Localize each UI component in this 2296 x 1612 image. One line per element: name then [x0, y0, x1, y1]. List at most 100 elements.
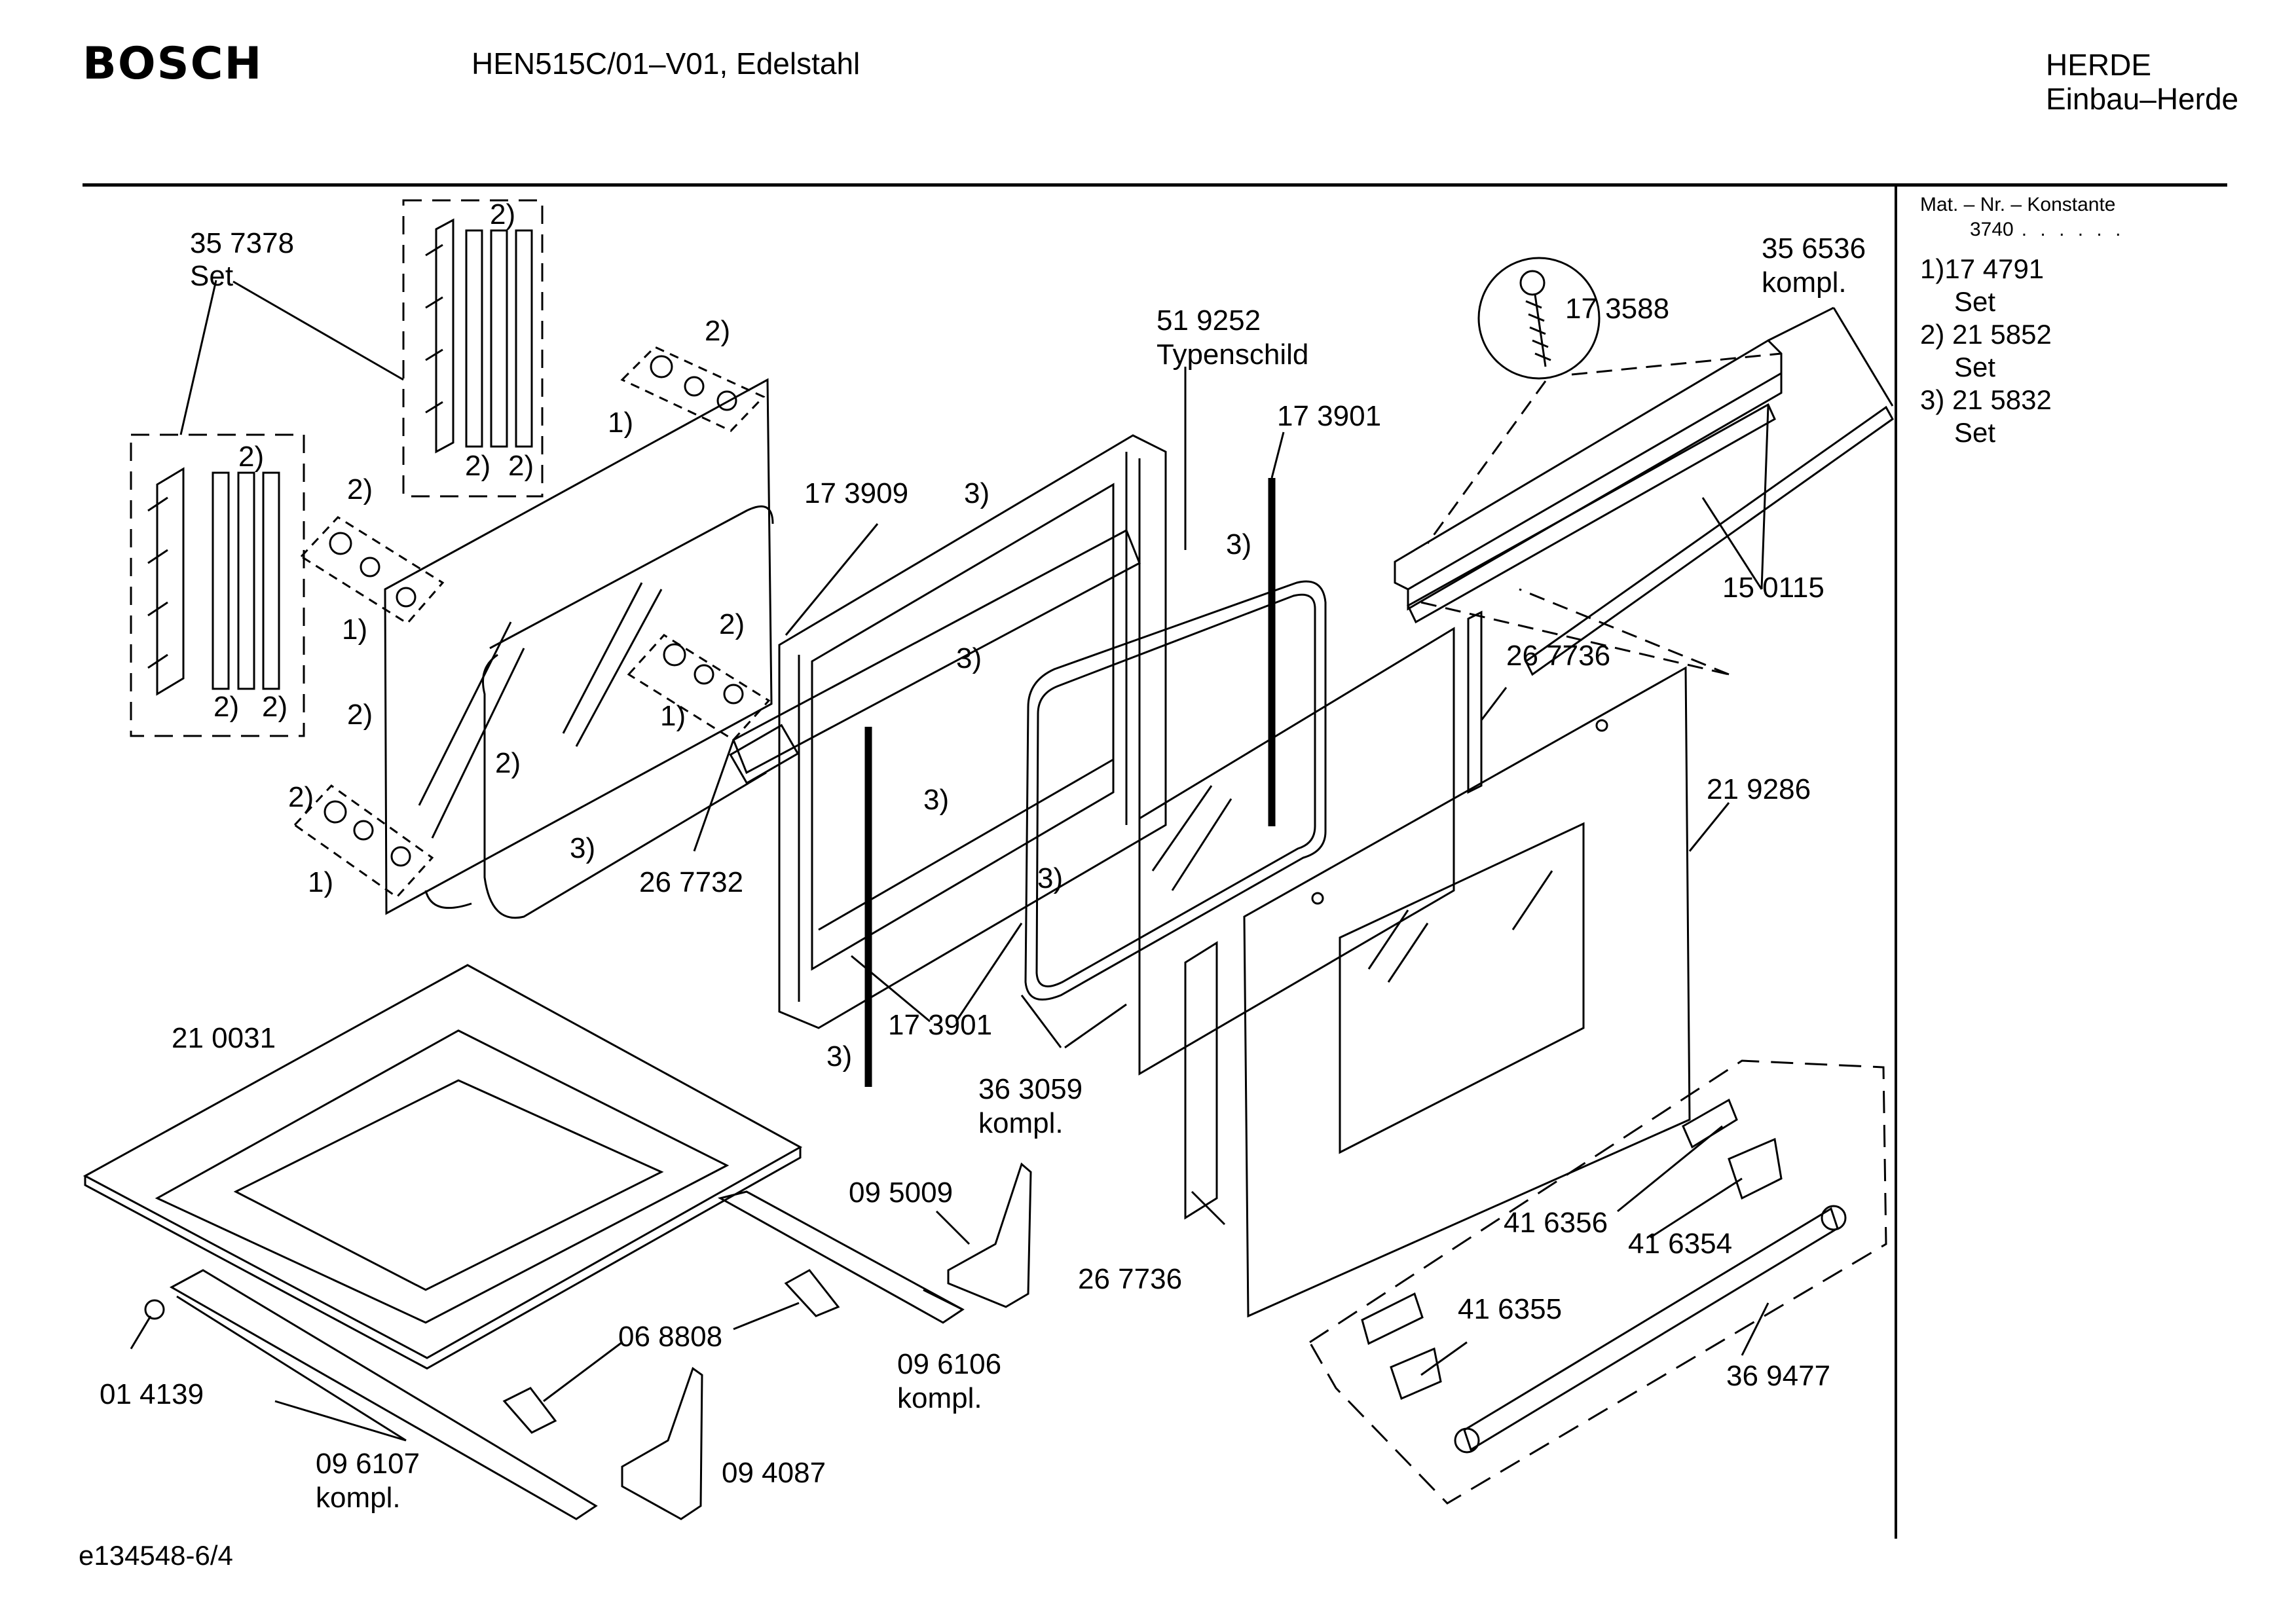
marker: 2) [238, 441, 264, 473]
marker: 2) [495, 747, 521, 779]
screw-detail [1477, 257, 1601, 380]
marker: 2) [490, 198, 515, 230]
clip-068808-b [502, 1387, 557, 1434]
rail-set-left [130, 433, 305, 737]
bracket-094087 [621, 1366, 703, 1520]
page-header: BOSCH HEN515C/01–V01, Edelstahl HERDE Ei… [0, 0, 2296, 190]
legend-constant: 3740 . . . . . . [1970, 219, 2261, 241]
part-labels: 35 7378 Set 17 3909 51 9252 Typenschild … [100, 227, 1866, 1514]
category-main: HERDE [2046, 48, 2152, 82]
clip-068808-a [784, 1269, 840, 1317]
rail-set-top [402, 199, 544, 498]
oven-floor-panel [83, 964, 803, 1370]
label-kompl-096106: kompl. [897, 1382, 982, 1414]
label-kompl-356536: kompl. [1762, 266, 1847, 299]
label-173588: 17 3588 [1565, 293, 1669, 325]
marker: 1) [660, 700, 686, 732]
marker: 1) [608, 407, 633, 439]
label-219286: 21 9286 [1707, 773, 1811, 805]
floor-rail-right [717, 1190, 965, 1324]
handle-bar [1454, 1205, 1847, 1454]
marker: 2) [262, 691, 287, 723]
handle-mount-416356b [1390, 1347, 1442, 1401]
marker: 2) [288, 781, 314, 813]
legend-item-label: Set [1954, 352, 1996, 382]
handle-set-outline [1308, 1059, 1887, 1505]
legend-constant-value: 3740 [1970, 219, 2014, 240]
footnote-markers: 2) 2) 2) 2) 1) 2) 2) 1) 2) 2) 2) 2) 1) 2… [213, 198, 1251, 1072]
legend-item-label: Set [1954, 286, 1996, 317]
door-gasket [1024, 580, 1327, 1001]
label-095009: 09 5009 [849, 1177, 953, 1209]
inner-glass-panel [384, 378, 774, 919]
label-369477: 36 9477 [1726, 1360, 1830, 1392]
door-seals [864, 478, 1276, 1087]
label-267736-lower: 26 7736 [1078, 1263, 1182, 1295]
marker: 2) [705, 315, 730, 347]
marker: 2) [465, 450, 491, 482]
legend-item-code: 2) 21 5852 [1920, 319, 2052, 350]
marker: 1) [342, 614, 367, 646]
drawing-code: e134548-6/4 [79, 1540, 233, 1571]
label-267732: 26 7732 [639, 866, 743, 898]
label-356536: 35 6536 [1762, 232, 1866, 265]
marker: 2) [213, 691, 239, 723]
marker: 2) [347, 699, 373, 731]
marker: 3) [956, 642, 982, 674]
label-416354: 41 6354 [1628, 1228, 1732, 1260]
label-363059: 36 3059 [978, 1073, 1083, 1105]
category-sub: Einbau–Herde [2046, 82, 2239, 116]
marker: 3) [570, 832, 595, 864]
label-267736-upper: 26 7736 [1506, 640, 1610, 672]
label-173909: 17 3909 [804, 477, 908, 509]
legend-constant-dots: . . . . . . [2021, 219, 2125, 240]
label-416356: 41 6356 [1504, 1207, 1608, 1239]
marker: 3) [964, 477, 990, 509]
top-vent-bar [1394, 339, 1894, 676]
label-150115: 15 0115 [1722, 572, 1824, 604]
marker: 2) [719, 608, 745, 640]
door-strip-lower [1184, 941, 1218, 1220]
marker: 3) [826, 1040, 852, 1072]
label-096107: 09 6107 [316, 1448, 420, 1480]
header-divider [83, 183, 2227, 187]
marker: 3) [1226, 528, 1251, 560]
label-173901-upper: 17 3901 [1277, 400, 1381, 432]
legend-title: Mat. – Nr. – Konstante [1920, 194, 2116, 215]
door-frame [729, 434, 1167, 1029]
handle-spacer-416355 [1361, 1292, 1424, 1346]
label-357378: 35 7378 [190, 227, 294, 259]
middle-glass-pane [1138, 627, 1455, 1076]
marker: 3) [923, 784, 949, 816]
parts-legend: Mat. – Nr. – Konstante 3740 . . . . . . 1… [1920, 194, 2261, 449]
marker: 1) [308, 866, 333, 898]
label-typenschild: Typenschild [1157, 339, 1308, 371]
label-416355: 41 6355 [1458, 1293, 1562, 1325]
legend-divider [1895, 183, 1897, 1539]
marker: 2) [508, 450, 534, 482]
brand-logo: BOSCH [83, 38, 263, 90]
handle-mount-416354 [1728, 1137, 1783, 1200]
label-068808: 06 8808 [618, 1321, 722, 1353]
bracket-095009 [947, 1162, 1032, 1308]
rubber-foot [144, 1299, 165, 1320]
label-kompl-363059: kompl. [978, 1107, 1064, 1139]
legend-item-code: 1)17 4791 [1920, 253, 2045, 284]
legend-item-code: 3) 21 5832 [1920, 384, 2052, 415]
label-173901-lower: 17 3901 [888, 1009, 992, 1041]
model-number: HEN515C/01–V01, Edelstahl [472, 46, 861, 81]
floor-rail-left [169, 1269, 598, 1520]
label-set: Set [190, 260, 233, 292]
legend-item-label: Set [1954, 417, 1996, 448]
label-kompl-096107: kompl. [316, 1482, 401, 1514]
label-096106: 09 6106 [897, 1348, 1001, 1380]
handle-spacer-416356 [1682, 1098, 1738, 1149]
marker: 2) [347, 473, 373, 505]
label-014139: 01 4139 [100, 1378, 204, 1410]
outer-door [1243, 666, 1691, 1318]
clip-cluster [293, 346, 771, 898]
label-094087: 09 4087 [722, 1457, 826, 1489]
door-strip-upper [1467, 610, 1483, 794]
label-210031: 21 0031 [172, 1022, 276, 1054]
